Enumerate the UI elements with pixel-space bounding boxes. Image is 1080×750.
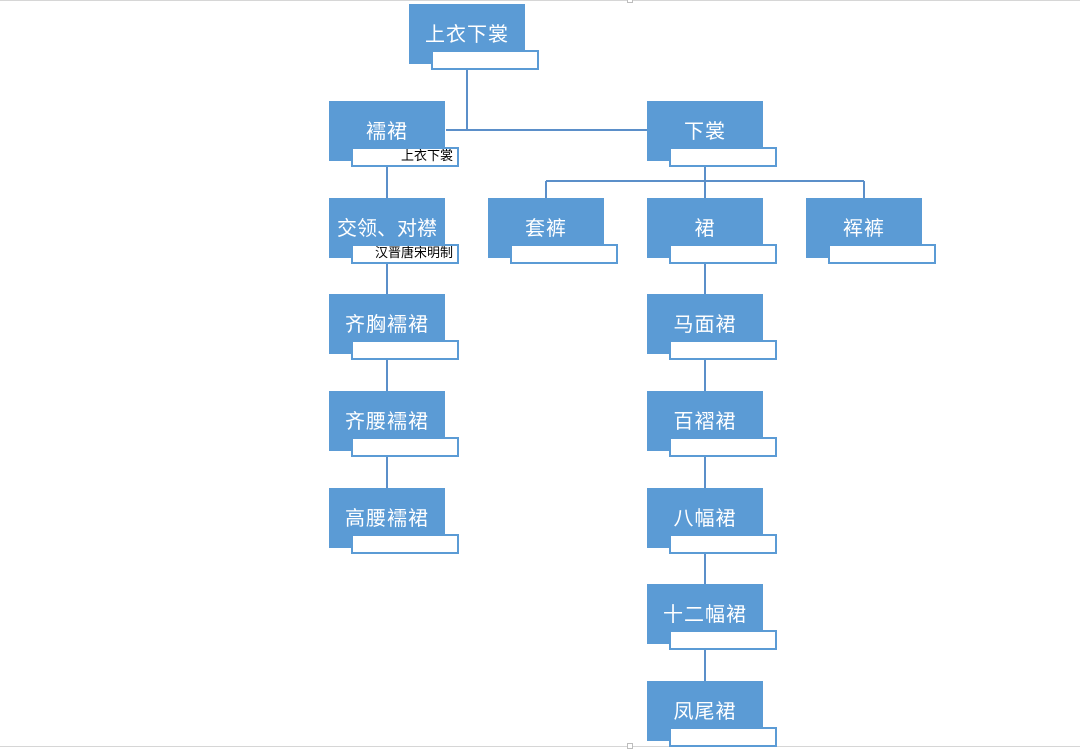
node-kunku-note[interactable] xyxy=(828,244,936,264)
node-qixiong-note[interactable] xyxy=(351,340,459,360)
node-baizhe-note[interactable] xyxy=(669,437,777,457)
node-jiaoling-label: 交领、对襟 xyxy=(329,198,445,258)
node-bafu-note[interactable] xyxy=(669,534,777,554)
node-qiyao-note[interactable] xyxy=(351,437,459,457)
node-ruqun-note[interactable]: 上衣下裳 xyxy=(351,147,459,167)
node-shierfu-note[interactable] xyxy=(669,630,777,650)
node-gaoyao-note[interactable] xyxy=(351,534,459,554)
node-xiachang-note[interactable] xyxy=(669,147,777,167)
resize-handle-bottom[interactable] xyxy=(627,743,633,749)
node-fengwei-note[interactable] xyxy=(669,727,777,747)
page-edge-top xyxy=(0,0,1080,1)
resize-handle-top[interactable] xyxy=(627,0,633,3)
node-root-note[interactable] xyxy=(431,50,539,70)
node-taoku-note[interactable] xyxy=(510,244,618,264)
node-mamian-note[interactable] xyxy=(669,340,777,360)
page-edge-bottom xyxy=(0,746,1080,747)
node-jiaoling-note[interactable]: 汉晋唐宋明制 xyxy=(351,244,459,264)
node-qun-note[interactable] xyxy=(669,244,777,264)
